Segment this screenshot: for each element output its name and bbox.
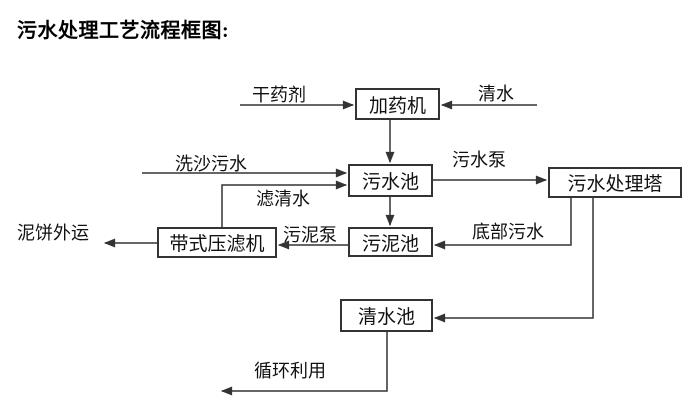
- edge-label-bottom-sewage: 底部污水: [472, 222, 544, 242]
- node-label: 污泥池: [361, 233, 419, 255]
- edge-label-clean-water: 清水: [478, 84, 514, 104]
- edge-label-dry-chemical: 干药剂: [252, 85, 306, 105]
- edge-label-sewage-pump: 污水泵: [452, 150, 506, 170]
- node-label: 污水池: [361, 172, 419, 193]
- node-clean-water-pool: 清水池: [340, 299, 433, 332]
- node-label: 清水池: [357, 307, 415, 328]
- connector-treatment-tower-to-clean-water-pool: [433, 198, 594, 323]
- edge-label-recycling: 循环利用: [254, 361, 326, 381]
- node-belt-filter-press: 带式压滤机: [157, 227, 277, 258]
- connector-bottom-sewage-to-sludge-pool: [433, 198, 572, 250]
- edge-label-sludge-pump: 污泥泵: [283, 225, 337, 245]
- node-treatment-tower: 污水处理塔: [548, 167, 682, 198]
- node-label: 加药机: [368, 95, 426, 117]
- connector-clean-water-pool-to-recycling: [220, 332, 388, 396]
- node-label: 污水处理塔: [567, 174, 663, 195]
- connector-filtered-water-to-sewage-pool: [221, 180, 348, 227]
- edge-label-mud-cake-out: 泥饼外运: [17, 223, 89, 243]
- node-dosing-machine: 加药机: [355, 88, 440, 120]
- node-sludge-pool: 污泥池: [348, 227, 433, 257]
- edge-label-filtered-water: 滤清水: [256, 189, 310, 209]
- node-label: 带式压滤机: [169, 234, 265, 255]
- node-sewage-pool: 污水池: [348, 164, 433, 197]
- edge-label-sand-washing-sewage: 洗沙污水: [175, 154, 247, 174]
- diagram-title: 污水处理工艺流程框图:: [17, 20, 230, 42]
